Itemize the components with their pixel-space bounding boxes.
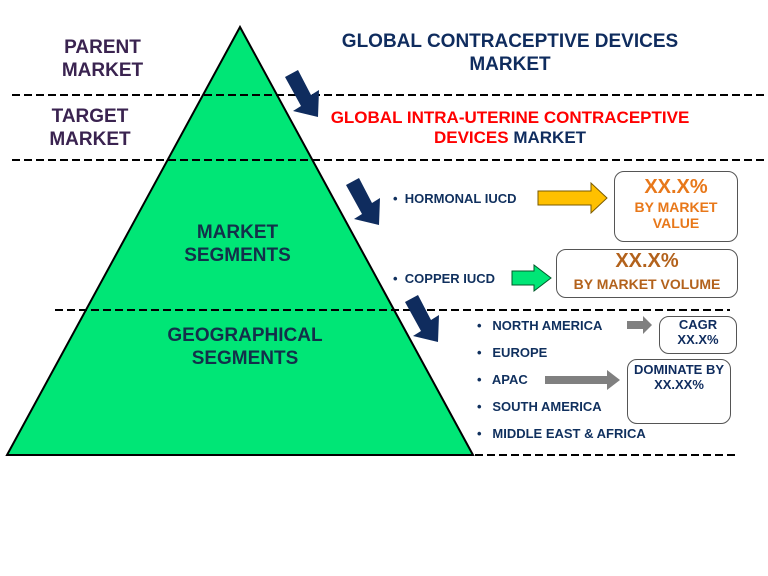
caption: BY MARKET VOLUME bbox=[573, 276, 721, 292]
down-arrow-icon bbox=[405, 295, 439, 342]
region-item: • NORTH AMERICA bbox=[477, 318, 603, 333]
region-name: NORTH AMERICA bbox=[492, 318, 603, 333]
parent-market-label: PARENT MARKET bbox=[61, 37, 144, 81]
segment-copper: • COPPER IUCD bbox=[393, 271, 496, 286]
arrow-hormonal-icon bbox=[537, 181, 608, 215]
value: XX.X% bbox=[644, 176, 708, 198]
market-segments-label: MARKET SEGMENTS bbox=[184, 222, 291, 266]
target-market-red: GLOBAL INTRA-UTERINE CONTRACEPTIVE DEVIC… bbox=[330, 108, 690, 148]
arrow-na-icon bbox=[627, 316, 652, 334]
arrow-copper-icon bbox=[511, 263, 552, 293]
region-item: • SOUTH AMERICA bbox=[477, 399, 602, 414]
cagr-box: CAGR XX.X% bbox=[659, 316, 737, 354]
parent-market-title: GLOBAL CONTRACEPTIVE DEVICES MARKET bbox=[341, 31, 679, 75]
caption: BY MARKET VALUE bbox=[634, 199, 718, 232]
dominate-box: DOMINATE BY XX.XX% bbox=[627, 359, 731, 424]
value: XX.X% bbox=[615, 250, 679, 272]
target-market-title: GLOBAL INTRA-UTERINE CONTRACEPTIVE DEVIC… bbox=[330, 108, 690, 149]
target-market-label: TARGET MARKET bbox=[49, 106, 131, 150]
segment-name: COPPER IUCD bbox=[404, 271, 496, 286]
down-arrow-icon bbox=[285, 70, 319, 117]
segment-name: HORMONAL IUCD bbox=[404, 191, 517, 206]
region-name: APAC bbox=[491, 372, 528, 387]
down-arrow-icon bbox=[346, 178, 380, 225]
region-name: EUROPE bbox=[492, 345, 548, 360]
hormonal-value-box: XX.X% BY MARKET VALUE bbox=[614, 171, 738, 242]
segment-hormonal: • HORMONAL IUCD bbox=[393, 191, 517, 206]
region-name: MIDDLE EAST & AFRICA bbox=[492, 426, 646, 441]
region-item: • APAC bbox=[477, 372, 528, 387]
target-market-suffix: MARKET bbox=[513, 128, 587, 148]
region-name: SOUTH AMERICA bbox=[492, 399, 602, 414]
region-item: • MIDDLE EAST & AFRICA bbox=[477, 426, 646, 441]
region-item: • EUROPE bbox=[477, 345, 548, 360]
geographical-segments-label: GEOGRAPHICAL SEGMENTS bbox=[167, 325, 323, 369]
copper-value-box: XX.X% BY MARKET VOLUME bbox=[556, 249, 738, 298]
arrow-apac-icon bbox=[545, 370, 620, 390]
